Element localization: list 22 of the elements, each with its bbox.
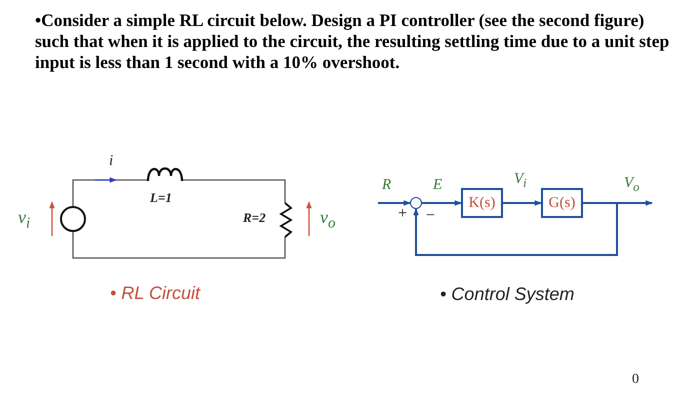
page-number: 0 xyxy=(632,372,639,388)
sign-label: + xyxy=(398,205,408,223)
current-label: i xyxy=(109,153,114,170)
summing-junction xyxy=(410,197,422,209)
input-voltage-label: v$_{i}$ xyxy=(18,207,30,233)
signal-label: E xyxy=(433,177,442,194)
signal-label: V$_{i}$ xyxy=(514,171,527,191)
feedback-arrow xyxy=(422,200,462,206)
signal-label: R xyxy=(382,177,392,194)
feedback-arrow xyxy=(413,202,618,256)
resistance-label: R=2 xyxy=(243,210,266,226)
problem-statement: •Consider a simple RL circuit below. Design a PI controller (see the second figure) such that when it is applied to the circuit, the resulting settling time due to a unit step input is less than 1 second with a 10% overshoot. xyxy=(35,10,670,73)
figure-caption: • Control System xyxy=(440,284,574,305)
transfer-function-block: K(s) xyxy=(461,188,503,218)
transfer-function-block: G(s) xyxy=(541,188,583,218)
figure-caption: • RL Circuit xyxy=(110,283,200,304)
feedback-arrow xyxy=(503,200,542,206)
signal-label: V$_{o}$ xyxy=(624,175,640,195)
inductance-label: L=1 xyxy=(150,190,172,206)
sign-label: − xyxy=(426,207,436,225)
signal-arrow xyxy=(378,200,411,206)
output-voltage-label: v$_{o}$ xyxy=(320,207,336,233)
